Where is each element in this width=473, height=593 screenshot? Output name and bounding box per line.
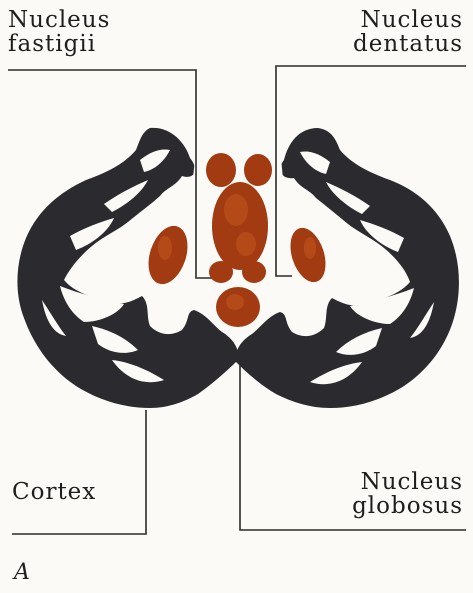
nucleus-fastigii-top-left <box>206 153 236 187</box>
label-line: Cortex <box>12 480 96 504</box>
label-nucleus-fastigii: Nucleus fastigii <box>8 8 110 56</box>
label-line: Nucleus <box>8 8 110 32</box>
label-nucleus-globosus: Nucleus globosus <box>352 470 463 518</box>
nucleus-texture-spot <box>224 194 248 226</box>
nucleus-fastigii-top-right <box>244 154 272 186</box>
nucleus-texture-spot <box>226 294 244 310</box>
label-line: Nucleus <box>353 8 463 32</box>
label-line: globosus <box>352 494 463 518</box>
label-line: Nucleus <box>352 470 463 494</box>
nucleus-globosus-right <box>242 261 266 283</box>
nucleus-texture-spot <box>236 232 256 256</box>
panel-letter: A <box>14 560 30 585</box>
nucleus-texture-spot <box>304 237 316 259</box>
label-nucleus-dentatus: Nucleus dentatus <box>353 8 463 56</box>
nucleus-texture-spot <box>158 236 172 260</box>
nucleus-globosus-left <box>209 261 233 283</box>
label-line: dentatus <box>353 32 463 56</box>
label-line: fastigii <box>8 32 110 56</box>
label-cortex: Cortex <box>12 480 96 504</box>
leader-line-cortex <box>12 410 146 534</box>
